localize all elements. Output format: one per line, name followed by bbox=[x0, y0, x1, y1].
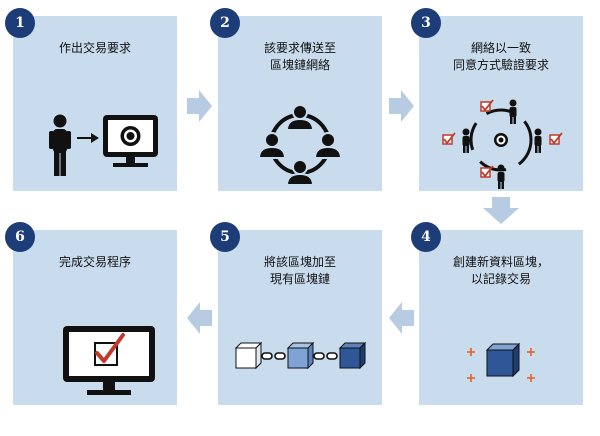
step-number-badge: 5 bbox=[210, 222, 240, 252]
step-number-badge: 6 bbox=[5, 222, 35, 252]
step-number-badge: 1 bbox=[5, 8, 35, 38]
arrow-icon bbox=[77, 133, 99, 143]
verification-network-icon bbox=[442, 99, 563, 189]
step-4-panel: 4 創建新資料區塊， 以記錄交易 bbox=[411, 222, 583, 405]
flow-arrow-left-icon bbox=[187, 302, 212, 334]
step-number-badge: 3 bbox=[411, 8, 441, 38]
monitor-icon bbox=[103, 115, 158, 167]
step-2-panel: 2 該要求傳送至 區塊鏈網絡 bbox=[210, 8, 382, 191]
request-illustration bbox=[49, 114, 158, 176]
flow-arrow-down-icon bbox=[483, 197, 519, 224]
step-6-panel: 6 完成交易程序 bbox=[5, 222, 177, 405]
new-block-illustration bbox=[467, 342, 535, 382]
step-5-panel: 5 將該區塊加至 現有區塊鏈 bbox=[210, 222, 382, 405]
flow-arrow-left-icon bbox=[389, 302, 414, 334]
step-title: 作出交易要求 bbox=[58, 41, 131, 55]
step-title: 創建新資料區塊， 以記錄交易 bbox=[452, 255, 549, 286]
blockchain-icon bbox=[234, 341, 367, 370]
check-icon bbox=[442, 101, 560, 178]
step-title: 將該區塊加至 現有區塊鏈 bbox=[263, 255, 336, 286]
flow-arrow-right-icon bbox=[389, 90, 414, 122]
person-icon bbox=[49, 114, 71, 176]
monitor-check-icon bbox=[63, 326, 155, 395]
step-3-panel: 3 網絡以一致 同意方式驗證要求 bbox=[411, 8, 583, 191]
step-number-badge: 2 bbox=[210, 8, 240, 38]
step-number-badge: 4 bbox=[411, 222, 441, 252]
flow-arrow-right-icon bbox=[187, 90, 212, 122]
network-people-icon bbox=[257, 104, 343, 186]
step-title: 完成交易程序 bbox=[58, 255, 131, 269]
sparkle-icon bbox=[467, 348, 535, 382]
step-title: 網絡以一致 同意方式驗證要求 bbox=[452, 41, 549, 72]
step-1-panel: 1 作出交易要求 bbox=[5, 8, 177, 191]
step-title: 該要求傳送至 區塊鏈網絡 bbox=[263, 41, 336, 72]
chain-link bbox=[261, 352, 338, 360]
new-block-icon bbox=[485, 342, 521, 378]
